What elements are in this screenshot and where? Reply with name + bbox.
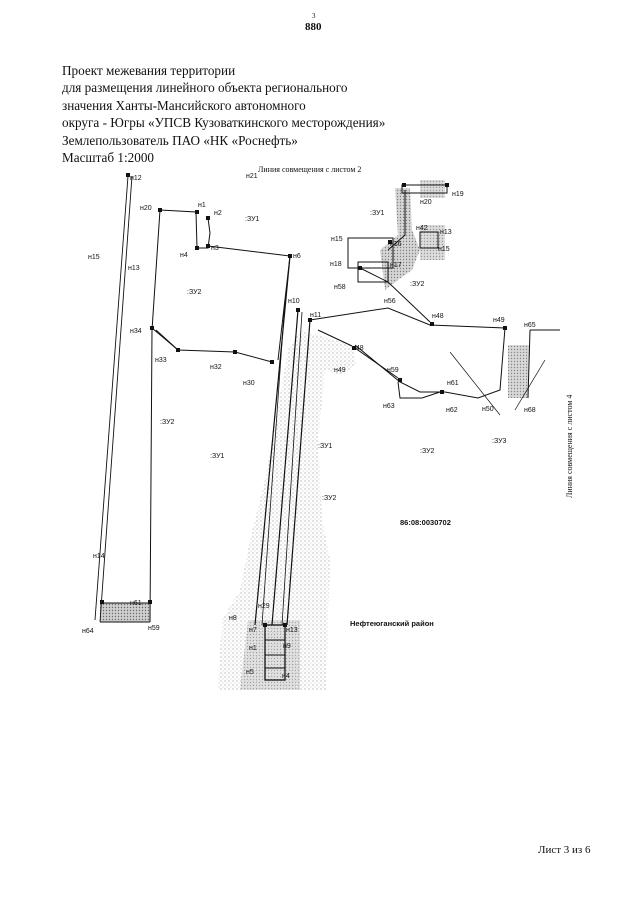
- point-label: н15: [438, 246, 450, 253]
- point-label: н29: [258, 603, 270, 610]
- parcel-zu2-main: [151, 209, 291, 363]
- road-corridor: [254, 255, 311, 681]
- point-label: н12: [130, 175, 142, 182]
- left-corridor: [94, 175, 161, 623]
- point-label: н56: [384, 298, 396, 305]
- document-header: Проект межевания территории для размещен…: [62, 62, 422, 166]
- point-label: н15: [331, 236, 343, 243]
- point-label: н20: [420, 199, 432, 206]
- diagonal-corridor: [309, 267, 560, 416]
- point-label: н68: [524, 407, 536, 414]
- plot-label: :ЗУ3: [492, 438, 507, 445]
- point-label: н7: [249, 627, 257, 634]
- cadastral-block-label: 86:08:0030702: [400, 518, 451, 527]
- point-label: н17: [390, 262, 402, 269]
- point-label: н32: [210, 364, 222, 371]
- point-label: н62: [446, 407, 458, 414]
- sheet-number: Лист 3 из 6: [538, 844, 591, 856]
- point-label: н11: [310, 312, 321, 319]
- point-label: н6: [293, 253, 301, 260]
- point-label: н16: [390, 241, 402, 248]
- match-line-right-label: Линия совмещения с листом 4: [565, 395, 574, 498]
- point-label: н48: [352, 345, 364, 352]
- point-label: н20: [140, 205, 152, 212]
- plot-label: :ЗУ1: [210, 453, 225, 460]
- point-label: н61: [447, 380, 459, 387]
- map-labels: Линия совмещения с листом 2 Линия совмещ…: [82, 165, 574, 680]
- header-line: Землепользователь ПАО «НК «Роснефть»: [62, 132, 298, 148]
- scale-label: Масштаб 1:2000: [62, 150, 155, 166]
- plot-label: :ЗУ1: [245, 216, 260, 223]
- point-label: н34: [130, 328, 142, 335]
- point-label: н42: [416, 225, 428, 232]
- point-label: н21: [246, 173, 258, 180]
- point-label: н8: [229, 615, 237, 622]
- plot-label: :ЗУ2: [420, 448, 435, 455]
- parcel-upper-right: [347, 184, 448, 283]
- terrain-stipple: [100, 180, 530, 690]
- point-label: н14: [93, 553, 105, 560]
- point-label: н50: [482, 406, 494, 413]
- point-label: н1: [198, 202, 206, 209]
- page-number: 880: [305, 21, 322, 33]
- point-label: н2: [214, 210, 222, 217]
- plot-label: :ЗУ2: [160, 419, 175, 426]
- point-label: н63: [383, 403, 395, 410]
- point-label: н10: [288, 298, 300, 305]
- plot-label: :ЗУ2: [322, 495, 337, 502]
- point-label: н9: [283, 643, 291, 650]
- point-label: н61: [130, 600, 142, 607]
- header-line: для размещения линейного объекта региона…: [62, 80, 348, 96]
- header-line: Проект межевания территории: [62, 63, 236, 78]
- point-label: н18: [330, 261, 342, 268]
- point-label: н33: [155, 357, 167, 364]
- point-label: н15: [88, 254, 100, 261]
- point-label: н30: [243, 380, 255, 387]
- district-label: Нефтеюганский район: [350, 619, 434, 628]
- header-line: округа - Югры «УПСВ Кузоваткинского мест…: [62, 115, 386, 131]
- page-number-small: 3: [312, 12, 316, 20]
- point-label: н13: [128, 265, 140, 272]
- plot-label: :ЗУ1: [370, 210, 385, 217]
- point-label: н4: [282, 673, 290, 680]
- point-label: н13: [286, 627, 298, 634]
- plot-label: :ЗУ2: [410, 281, 425, 288]
- point-label: н13: [440, 229, 452, 236]
- point-label: н3: [211, 245, 219, 252]
- plot-label: :ЗУ1: [318, 443, 333, 450]
- point-label: н1: [249, 645, 257, 652]
- plot-label: :ЗУ2: [187, 289, 202, 296]
- point-label: н5: [246, 669, 254, 676]
- point-label: н19: [452, 191, 464, 198]
- point-label: н49: [334, 367, 346, 374]
- vertices: [100, 173, 507, 627]
- point-label: н4: [180, 252, 188, 259]
- point-label: н48: [432, 313, 444, 320]
- point-label: н49: [493, 317, 505, 324]
- match-line-top-label: Линия совмещения с листом 2: [258, 165, 361, 174]
- point-label: н58: [334, 284, 346, 291]
- point-label: н64: [82, 628, 94, 635]
- point-label: н59: [387, 367, 399, 374]
- point-label: н65: [524, 322, 536, 329]
- point-label: н59: [148, 625, 160, 632]
- header-line: значения Ханты-Мансийского автономного: [62, 97, 306, 113]
